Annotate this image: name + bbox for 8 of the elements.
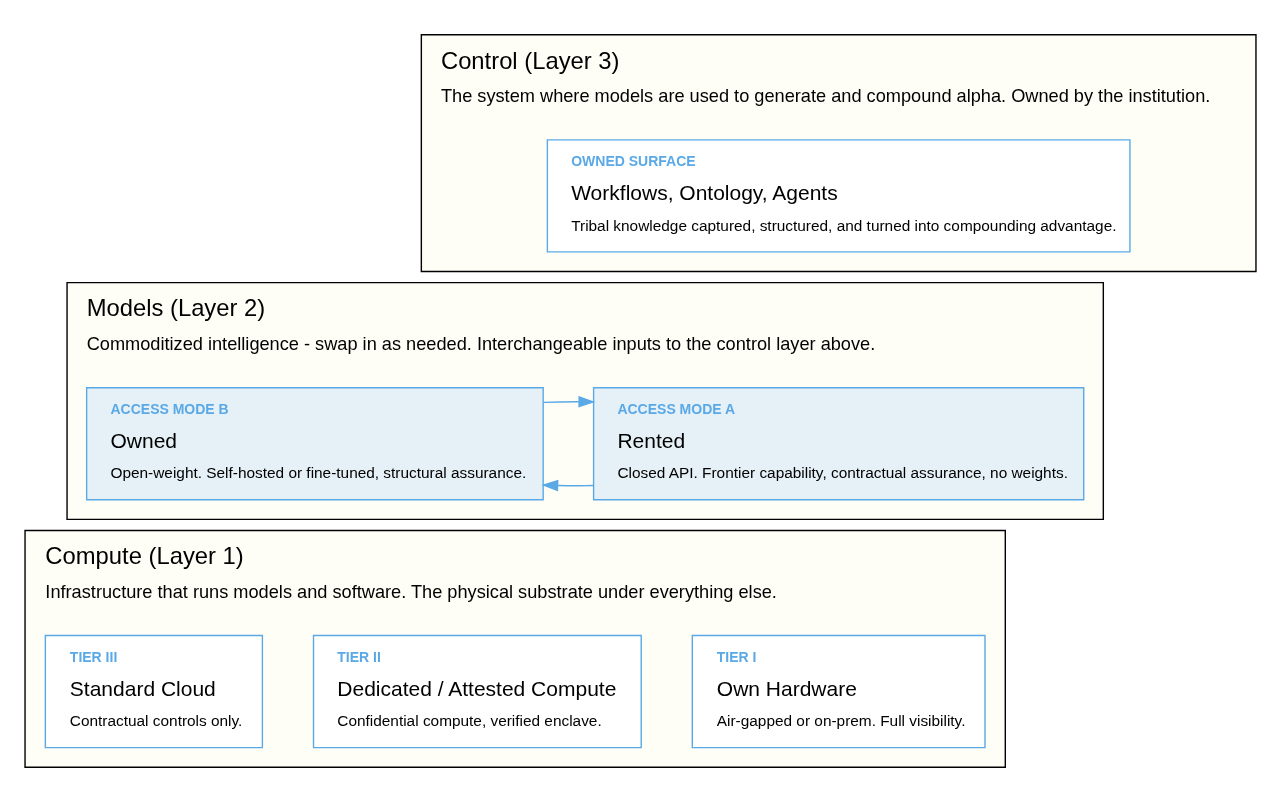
node-box: TIER I Own Hardware Air-gapped or on-prem. Full visibility. xyxy=(691,634,986,748)
node-box: ACCESS MODE A Rented Closed API. Frontier capability, contractual assurance, no weights. xyxy=(592,386,1085,500)
arrow xyxy=(541,479,594,491)
node-box: TIER II Dedicated / Attested Compute Confidential compute, verified enclave. xyxy=(312,634,642,748)
node-box: TIER III Standard Cloud Contractual controls only. xyxy=(44,634,264,748)
node-box: OWNED SURFACE Workflows, Ontology, Agents Tribal knowledge captured, structured, and turned into compounding advantage. xyxy=(546,138,1131,253)
node-box: ACCESS MODE B Owned Open-weight. Self-hosted or fine-tuned, structural assurance. xyxy=(85,386,544,500)
arrow xyxy=(542,395,596,408)
